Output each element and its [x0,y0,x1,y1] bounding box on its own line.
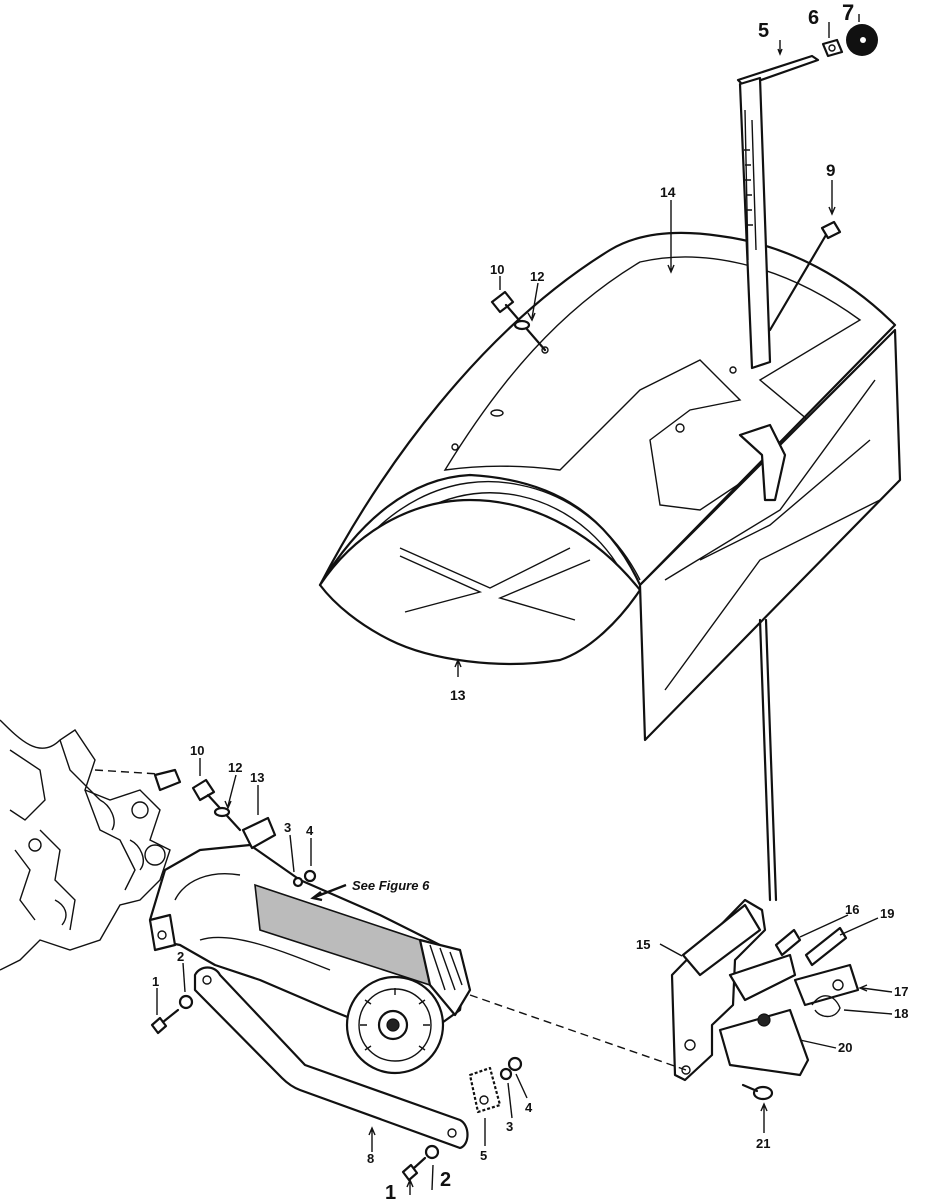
callout-15: 15 [636,937,650,952]
callout-numbers: 5 6 7 9 14 10 12 13 10 12 13 3 4 See Fig… [152,0,908,1200]
bracket-item-13-lower [241,816,277,850]
see-figure-6-note: See Figure 6 [352,878,430,893]
shield-left-endcap [318,498,642,666]
depth-bar-rod [758,618,772,902]
callout-3-top: 3 [284,820,291,835]
washer-item-12-upper [513,319,531,331]
nut-item-2-bottom [424,1144,440,1160]
nut-item-2-left [178,994,194,1010]
callout-1-left: 1 [152,974,159,989]
callout-16: 16 [845,902,859,917]
callout-17: 17 [894,984,908,999]
flap-x-brace [664,379,881,691]
washer-item-3-bottom [499,1067,513,1081]
callout-21: 21 [756,1136,770,1151]
callout-9: 9 [826,161,835,180]
endcap-x-brace [399,547,591,621]
callout-1-bottom: 1 [385,1182,396,1200]
hardware-lower-10-12 [191,778,317,888]
callout-14: 14 [660,184,676,200]
clip-item-17 [793,963,860,1007]
bracket-item-20 [718,1008,810,1077]
depth-bar [736,24,878,902]
pin-item-16 [774,928,802,957]
bolt-item-21 [741,1083,774,1101]
hardware-upper-10-12 [490,290,547,352]
bolt-item-10-upper [490,290,515,314]
callout-2-left: 2 [177,949,184,964]
callout-12-top: 12 [530,269,544,284]
callout-8: 8 [367,1151,374,1166]
tine-transmission [148,843,472,1075]
alignment-line [469,994,687,1071]
callout-13-top: 13 [450,687,466,703]
callout-3-bottom: 3 [506,1119,513,1134]
callout-13-bottom: 13 [250,770,264,785]
washer-item-12-lower [213,806,231,818]
nut-item-6 [821,38,844,58]
nut-item-4-bottom [507,1056,523,1072]
callout-20: 20 [838,1040,852,1055]
knob-item-7 [846,24,878,56]
callout-7-top: 7 [842,0,854,25]
callout-4-top: 4 [306,823,314,838]
support-bar-item-8 [150,966,523,1182]
tine-shield [318,231,902,742]
nut-item-4-top [303,869,317,883]
callout-leaders [156,14,893,1195]
depth-bar-bracket [670,898,860,1101]
callout-5-top: 5 [758,20,769,42]
callout-4-bottom: 4 [525,1100,533,1115]
depth-bar-slot [738,423,787,502]
callout-19: 19 [880,906,894,921]
callout-10-top: 10 [490,262,504,277]
plate-item-5 [468,1066,502,1114]
washer-item-3-top [292,876,304,888]
callout-10-bottom: 10 [190,743,204,758]
callout-6-top: 6 [808,7,819,29]
callout-2-bottom: 2 [440,1169,451,1191]
bolt-item-19 [804,926,848,967]
hairpin-item-18 [811,995,841,1018]
bolt-item-9 [768,220,842,332]
callout-12-bottom: 12 [228,760,242,775]
callout-18: 18 [894,1006,908,1021]
tractor-frame-partial [0,719,182,971]
callout-5-bottom: 5 [480,1148,487,1163]
